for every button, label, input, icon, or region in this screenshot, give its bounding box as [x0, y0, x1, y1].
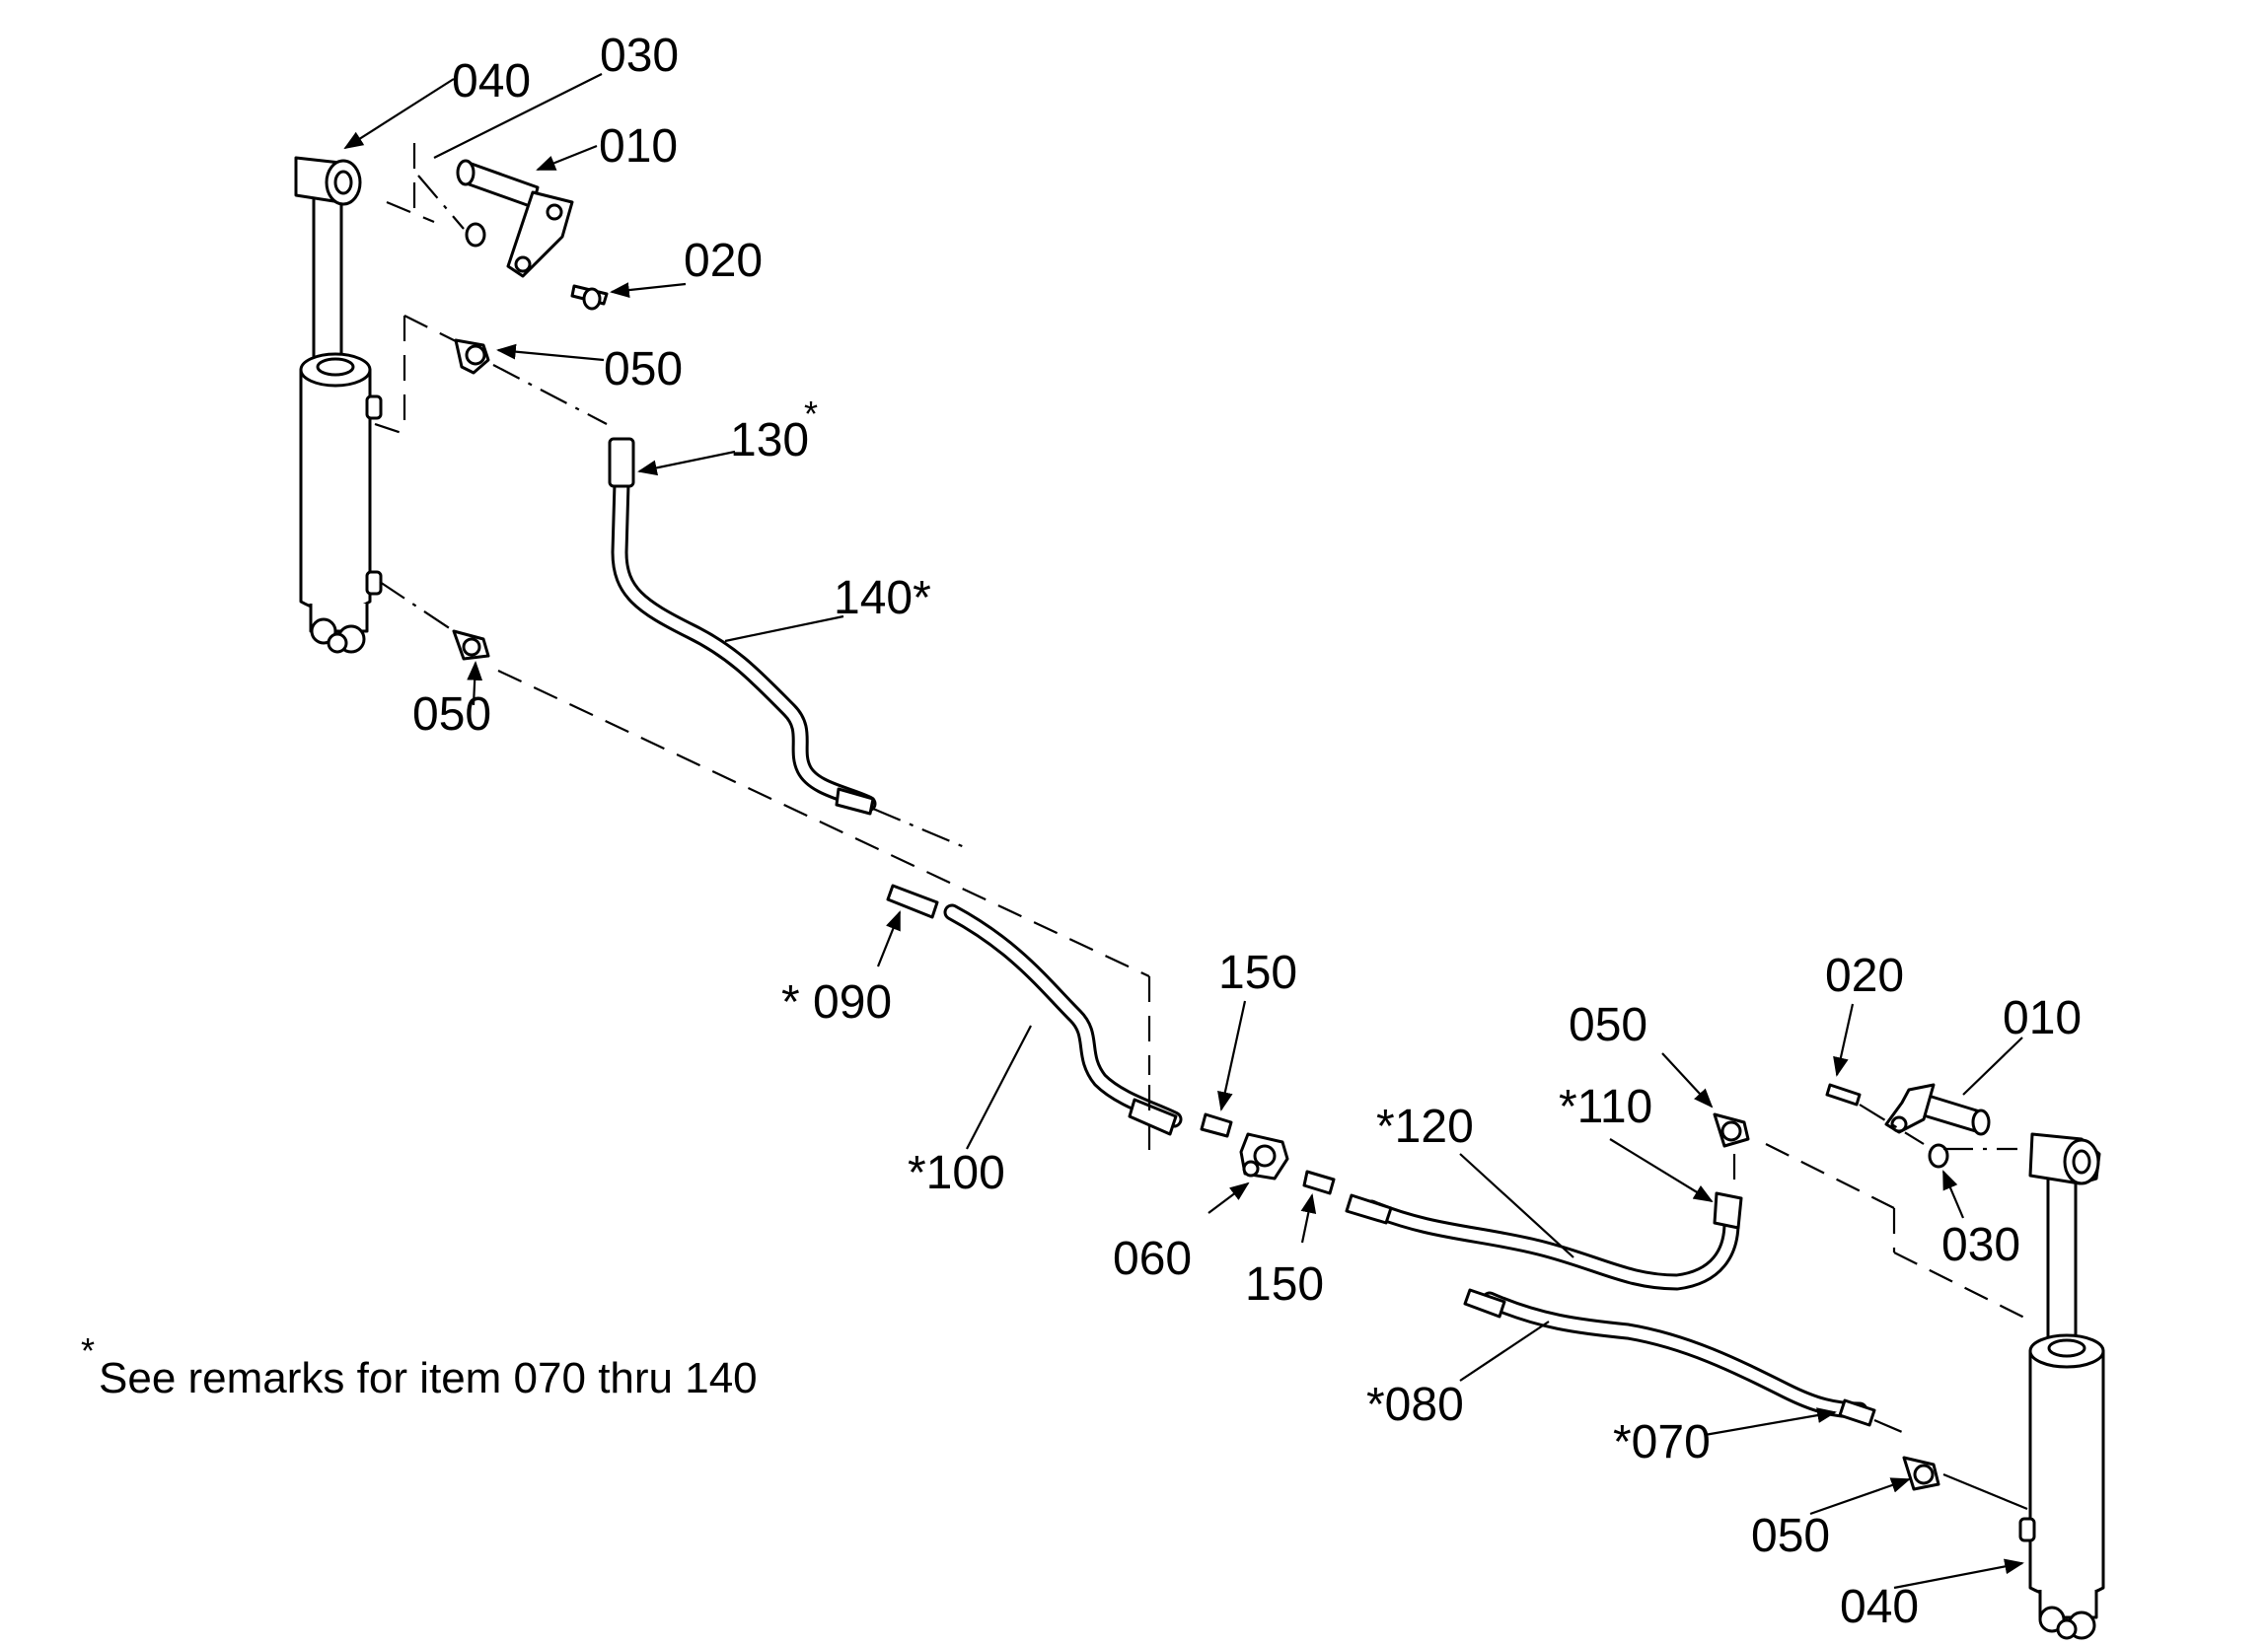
label-020-top: 020	[684, 235, 763, 287]
right-pin-bracket	[1825, 1083, 1991, 1169]
label-070: *070	[1613, 1416, 1711, 1468]
label-110: *110	[1559, 1081, 1652, 1133]
elbow-fitting-050-lower	[452, 629, 490, 661]
label-140: 140*	[834, 572, 931, 624]
label-010-right: 010	[2003, 992, 2082, 1044]
adapter-150-lower	[1302, 1170, 1336, 1195]
label-010-top: 010	[599, 120, 678, 173]
label-150-lower: 150	[1245, 1258, 1324, 1311]
label-100: *100	[908, 1147, 1005, 1199]
hose-140	[608, 437, 877, 816]
label-150-upper: 150	[1218, 947, 1297, 999]
leader-lines	[343, 73, 2024, 1590]
tee-fitting-060	[1239, 1132, 1289, 1181]
footnote-text: See remarks for item 070 thru 140	[99, 1354, 758, 1402]
label-130: 130	[730, 414, 809, 466]
label-060: 060	[1113, 1233, 1192, 1285]
label-050-top: 050	[604, 343, 683, 395]
label-040-top: 040	[452, 55, 531, 107]
label-020-right: 020	[1825, 950, 1904, 1002]
footnote-star: *	[81, 1330, 95, 1371]
hose-120	[1345, 1191, 1743, 1291]
elbow-fitting-050-right-upper	[1713, 1112, 1750, 1148]
label-050-right-upper: 050	[1569, 999, 1647, 1051]
label-120: *120	[1376, 1101, 1474, 1153]
elbow-fitting-050-right-lower	[1902, 1456, 1940, 1491]
elbow-fitting-050-top	[454, 338, 490, 375]
right-cylinder	[2018, 1132, 2105, 1640]
label-030-right: 030	[1941, 1219, 2020, 1271]
hose-080	[1463, 1288, 1876, 1427]
left-cylinder	[294, 156, 383, 654]
part-labels: 040 030 010 020 050 130 * 140* 050 * 090…	[412, 30, 2082, 1633]
label-080: *080	[1366, 1379, 1464, 1431]
footnote: * See remarks for item 070 thru 140	[81, 1330, 758, 1402]
label-090: * 090	[781, 976, 892, 1029]
label-030-top: 030	[600, 30, 679, 82]
label-050-right-lower: 050	[1751, 1510, 1830, 1562]
label-130-superscript: *	[804, 394, 818, 434]
adapter-150-upper	[1200, 1112, 1233, 1138]
left-pin-bracket	[456, 159, 609, 311]
hose-100	[886, 884, 1183, 1136]
label-050-left: 050	[412, 688, 491, 741]
label-040-bottom: 040	[1840, 1581, 1919, 1633]
